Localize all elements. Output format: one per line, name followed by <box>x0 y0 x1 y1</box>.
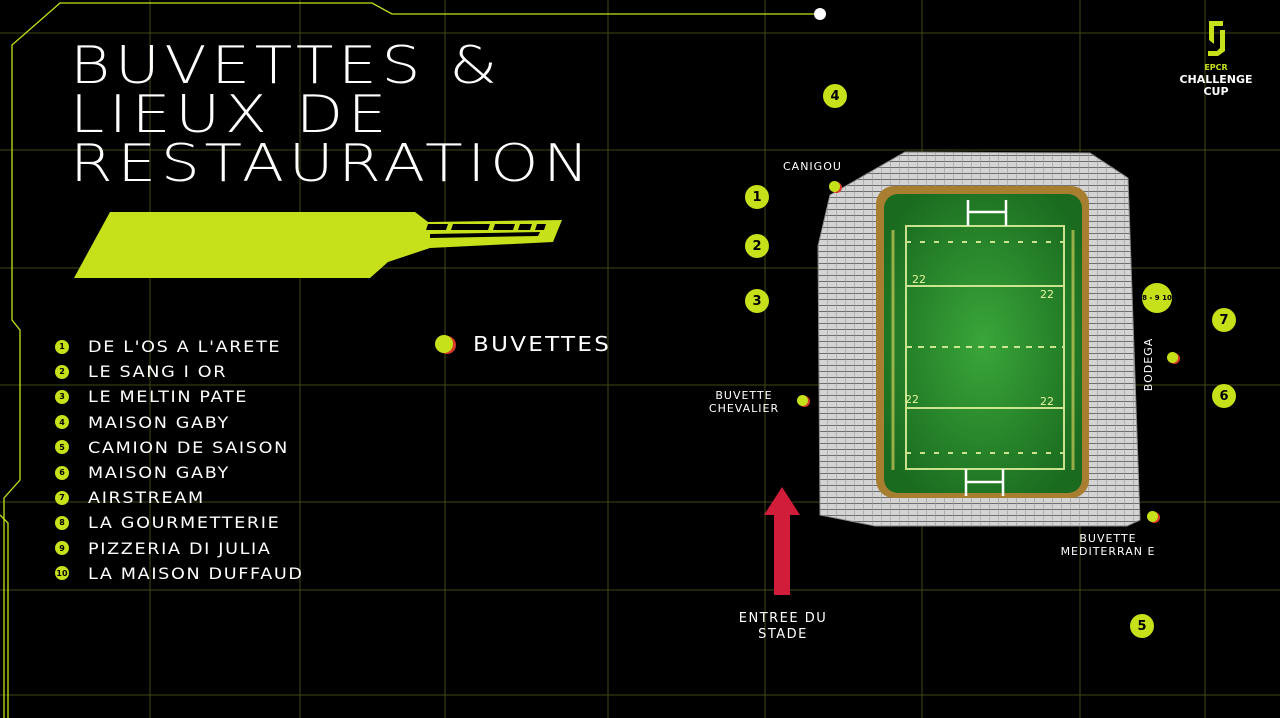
map-marker-3: 3 <box>745 289 769 313</box>
list-item: 8 LA GOURMETTERIE <box>55 510 284 535</box>
entrance-label: ENTREE DU STADE <box>738 611 828 642</box>
map-marker-1: 1 <box>745 185 769 209</box>
venue-name: DE L'OS A L'ARETE <box>88 337 282 357</box>
buvette-label-canigou: CANIGOU <box>783 160 842 173</box>
venue-name: LE SANG I OR <box>88 362 228 382</box>
number-badge: 7 <box>55 490 69 505</box>
buvette-dot-icon <box>435 335 453 353</box>
map-marker-7: 7 <box>1212 308 1236 332</box>
title-line-3: RESTAURATION <box>70 134 594 194</box>
buvette-dot-icon <box>1167 352 1178 363</box>
buvette-label-chevalier: BUVETTE CHEVALIER <box>708 389 780 415</box>
number-badge: 3 <box>55 389 69 404</box>
number-badge: 6 <box>55 465 69 480</box>
map-marker-2: 2 <box>745 234 769 258</box>
list-item: 6 MAISON GABY <box>55 460 284 485</box>
decorative-paddle-graphic <box>74 212 562 278</box>
venue-name: LA MAISON DUFFAUD <box>88 563 304 583</box>
legend: BUVETTES <box>435 332 609 356</box>
pitch <box>884 194 1082 493</box>
venue-list: 1 DE L'OS A L'ARETE 2 LE SANG I OR 3 LE MEL… <box>55 334 302 586</box>
logo-epcr: EPCR <box>1204 63 1228 72</box>
list-item: 4 MAISON GABY <box>55 410 284 435</box>
title-line-1: BUVETTES & <box>70 36 502 96</box>
number-badge: 2 <box>55 364 69 379</box>
list-item: 2 LE SANG I OR <box>55 359 284 384</box>
venue-name: AIRSTREAM <box>88 488 205 508</box>
page-title: BUVETTES & LIEUX DE RESTAURATION <box>70 36 594 194</box>
map-marker-5: 5 <box>1130 614 1154 638</box>
map-marker-8-9-10: 8 - 9 10 <box>1142 283 1172 313</box>
number-badge: 4 <box>55 415 69 430</box>
logo-mark-icon <box>1208 21 1225 56</box>
list-item: 5 CAMION DE SAISON <box>55 435 287 460</box>
list-item: 10 LA MAISON DUFFAUD <box>55 561 302 586</box>
map-marker-6: 6 <box>1212 384 1236 408</box>
buvette-label-mediterranee: BUVETTE MEDITERRAN E <box>1060 532 1156 558</box>
number-badge: 5 <box>55 440 69 455</box>
venue-name: MAISON GABY <box>88 463 230 483</box>
line-label-22: 22 <box>1040 288 1054 301</box>
list-item: 7 AIRSTREAM <box>55 485 284 510</box>
number-badge: 9 <box>55 541 69 556</box>
epcr-challenge-cup-logo: EPCR CHALLENGE CUP <box>1178 18 1254 98</box>
list-item: 9 PIZZERIA DI JULIA <box>55 536 284 561</box>
buvette-dot-icon <box>797 395 808 406</box>
line-label-22: 22 <box>1040 395 1054 408</box>
venue-name: LE MELTIN PATE <box>88 387 249 407</box>
entrance-arrow-icon <box>764 487 800 595</box>
logo-cup: CUP <box>1203 85 1229 98</box>
title-line-2: LIEUX DE <box>70 85 392 145</box>
venue-name: LA GOURMETTERIE <box>88 513 281 533</box>
line-label-22: 22 <box>905 393 919 406</box>
list-item: 1 DE L'OS A L'ARETE <box>55 334 284 359</box>
number-badge: 1 <box>55 339 69 354</box>
buvette-dot-icon <box>1147 511 1158 522</box>
venue-name: CAMION DE SAISON <box>88 437 289 457</box>
logo-challenge: CHALLENGE <box>1179 73 1253 86</box>
map-marker-4: 4 <box>823 84 847 108</box>
number-badge: 10 <box>55 566 69 581</box>
venue-name: MAISON GABY <box>88 412 230 432</box>
buvette-label-bodega: BODEGA <box>1142 337 1156 392</box>
line-label-22: 22 <box>912 273 926 286</box>
venue-name: PIZZERIA DI JULIA <box>88 538 272 558</box>
legend-label: BUVETTES <box>473 332 612 356</box>
buvette-dot-icon <box>829 181 840 192</box>
number-badge: 8 <box>55 515 69 530</box>
list-item: 3 LE MELTIN PATE <box>55 384 284 409</box>
